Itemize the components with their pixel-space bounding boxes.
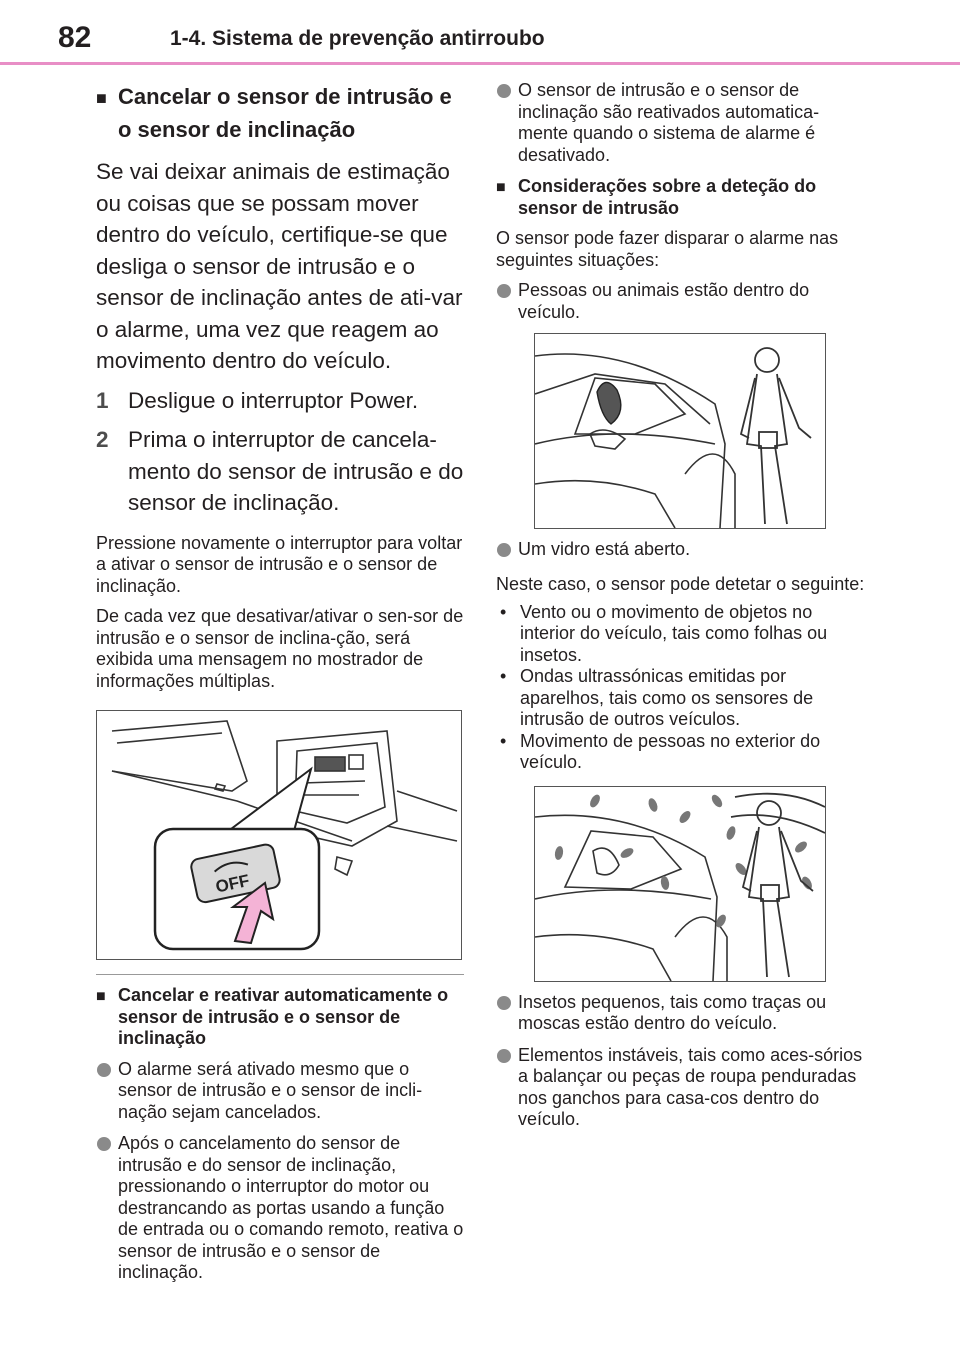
heading-text: Considerações sobre a deteção do sensor … — [518, 176, 817, 218]
square-bullet-icon — [96, 985, 118, 1050]
bullet-text: O alarme será ativado mesmo que o sensor… — [118, 1058, 423, 1122]
dash-item: • Movimento de pessoas no exterior do ve… — [496, 731, 868, 774]
heading-text: Cancelar e reativar automaticamente o se… — [118, 985, 449, 1048]
figure-dog-in-car — [534, 333, 826, 529]
bullet-text: Um vidro está aberto. — [518, 539, 691, 559]
dog-in-car-illustration — [535, 347, 812, 528]
square-bullet-icon — [496, 176, 518, 219]
bullet-text: Insetos pequenos, tais como traças ou mo… — [518, 991, 827, 1034]
note-message: De cada vez que desativar/ativar o sen-s… — [96, 606, 464, 691]
circle-bullet-icon — [496, 539, 518, 561]
heading-detection-considerations: Considerações sobre a deteção do sensor … — [496, 176, 868, 219]
bullet-alarm-active: O alarme será ativado mesmo que o sensor… — [96, 1059, 464, 1124]
bullet-reactivation: Após o cancelamento do sensor de intrusã… — [96, 1133, 464, 1284]
heading-text: Cancelar o sensor de intrusão e o sensor… — [118, 84, 452, 142]
intro-paragraph: Se vai deixar animais de estimação ou co… — [96, 159, 463, 373]
bullet-auto-reactivated: O sensor de intrusão e o sensor de incli… — [496, 80, 868, 166]
step-2: 2 Prima o interruptor de cancela-mento d… — [96, 424, 464, 519]
figure-leaves-in-car — [534, 785, 826, 982]
case-text: Neste caso, o sensor pode detetar o segu… — [496, 573, 865, 594]
overhead-console-illustration: OFF — [111, 720, 458, 951]
circle-bullet-icon — [96, 1059, 118, 1124]
leaves-in-car-illustration — [535, 792, 825, 981]
heading-auto-reactivate: Cancelar e reativar automaticamente o se… — [96, 985, 464, 1050]
circle-bullet-icon — [496, 992, 518, 1035]
dash-item: • Ondas ultrassónicas emitidas por apare… — [496, 666, 868, 731]
bullet-unstable-items: Elementos instáveis, tais como aces-sóri… — [496, 1045, 868, 1131]
bullet-window-open: Um vidro está aberto. — [496, 539, 868, 561]
dash-text: Movimento de pessoas no exterior do veíc… — [520, 730, 821, 773]
step-number: 1 — [96, 387, 109, 413]
detection-intro: O sensor pode fazer disparar o alarme na… — [496, 228, 839, 270]
step-1: 1 Desligue o interruptor Power. — [96, 385, 464, 417]
step-text: Prima o interruptor de cancela-mento do … — [128, 427, 464, 515]
section-title: 1-4. Sistema de prevenção antirroubo — [170, 27, 545, 50]
bullet-text: O sensor de intrusão e o sensor de incli… — [518, 80, 820, 165]
figure-cancel-switch: OFF — [96, 710, 462, 960]
square-bullet-icon — [96, 80, 118, 146]
note-reactivate: Pressione novamente o interruptor para v… — [96, 532, 463, 596]
circle-bullet-icon — [496, 80, 518, 166]
page-header: 82 1-4. Sistema de prevenção antirroubo — [0, 0, 960, 66]
step-number: 2 — [96, 427, 109, 452]
dash-item: • Vento ou o movimento de objetos no int… — [496, 602, 868, 667]
step-text: Desligue o interruptor Power. — [128, 387, 419, 413]
bullet-text: Elementos instáveis, tais como aces-sóri… — [518, 1044, 863, 1130]
bullet-small-insects: Insetos pequenos, tais como traças ou mo… — [496, 992, 868, 1035]
header-rule — [0, 62, 960, 65]
bullet-text: Pessoas ou animais estão dentro do veícu… — [518, 280, 810, 322]
bullet-text: Após o cancelamento do sensor de intrusã… — [118, 1133, 464, 1282]
section-divider — [96, 974, 464, 975]
dash-text: Ondas ultrassónicas emitidas por aparelh… — [520, 666, 814, 729]
bullet-people-inside: Pessoas ou animais estão dentro do veícu… — [496, 280, 868, 323]
circle-bullet-icon — [496, 280, 518, 323]
page-number: 82 — [58, 21, 92, 54]
circle-bullet-icon — [496, 1045, 518, 1131]
heading-cancel-sensors: Cancelar o sensor de intrusão e o sensor… — [96, 80, 464, 146]
right-column: O sensor de intrusão e o sensor de incli… — [496, 80, 868, 1141]
dash-text: Vento ou o movimento de objetos no inter… — [520, 601, 828, 665]
left-column: Cancelar o sensor de intrusão e o sensor… — [96, 80, 464, 1294]
circle-bullet-icon — [96, 1133, 118, 1284]
